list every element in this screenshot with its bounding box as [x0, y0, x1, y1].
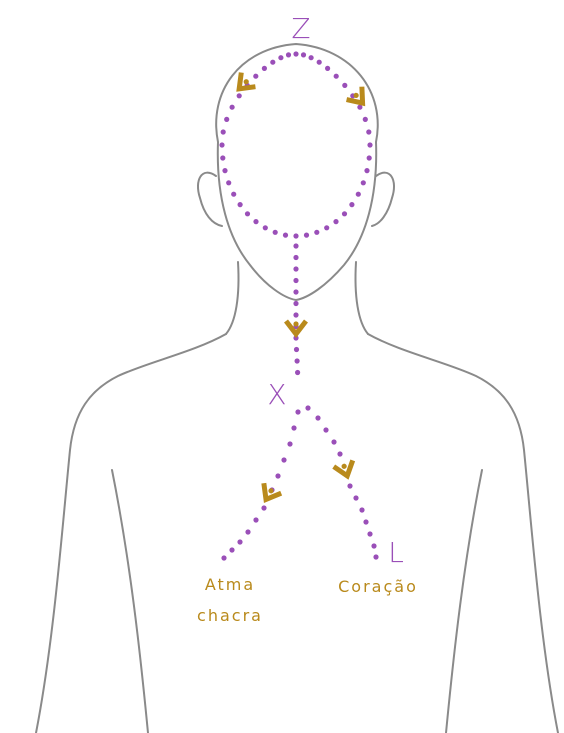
torso-left — [112, 470, 148, 733]
spine-dots — [293, 243, 300, 375]
left-branch-dots — [221, 409, 300, 560]
path-dot — [293, 51, 298, 56]
path-dot — [245, 211, 250, 216]
path-dot — [342, 83, 347, 88]
path-dot — [222, 168, 227, 173]
path-dot — [283, 233, 288, 238]
torso-right — [446, 470, 482, 733]
path-dot — [314, 230, 319, 235]
path-dot — [331, 439, 336, 444]
path-dot — [293, 266, 298, 271]
dotted-paths — [219, 51, 378, 560]
shoulder-right — [368, 334, 558, 733]
path-dot — [270, 60, 275, 65]
caption-atma-line2: chacra — [197, 606, 263, 625]
shoulder-left — [36, 334, 226, 733]
path-dot — [342, 211, 347, 216]
path-dot — [301, 52, 306, 57]
path-dot — [295, 358, 300, 363]
path-dot — [366, 129, 371, 134]
path-dot — [367, 155, 372, 160]
path-dot — [356, 192, 361, 197]
path-dot — [309, 55, 314, 60]
right-branch-dots — [305, 405, 378, 559]
path-dot — [220, 155, 225, 160]
path-dot — [295, 409, 300, 414]
path-dot — [364, 168, 369, 173]
path-dot — [293, 278, 298, 283]
path-dot — [291, 425, 296, 430]
label-l: L — [388, 536, 404, 569]
chevron-marker-icon — [232, 73, 255, 96]
path-dot — [293, 312, 298, 317]
path-dot — [237, 93, 242, 98]
path-dot — [262, 66, 267, 71]
path-dot — [367, 531, 372, 536]
path-dot — [273, 230, 278, 235]
path-dot — [363, 117, 368, 122]
path-dot — [337, 451, 342, 456]
neck-right — [356, 262, 369, 334]
caption-coracao: Coração — [338, 577, 418, 596]
path-dot — [294, 347, 299, 352]
path-dot — [245, 529, 250, 534]
path-dot — [293, 289, 298, 294]
path-dot — [293, 233, 298, 238]
path-dot — [373, 554, 378, 559]
path-dot — [334, 74, 339, 79]
body-outline — [36, 44, 558, 733]
path-dot — [295, 370, 300, 375]
neck-left — [226, 262, 239, 334]
path-dot — [221, 129, 226, 134]
path-dot — [229, 547, 234, 552]
path-dot — [317, 60, 322, 65]
path-dot — [333, 219, 338, 224]
path-dot — [293, 301, 298, 306]
chevron-marker-icon — [257, 483, 281, 504]
markers — [232, 73, 370, 505]
path-dot — [224, 117, 229, 122]
path-dot — [324, 225, 329, 230]
path-dot — [263, 225, 268, 230]
path-dot — [237, 539, 242, 544]
path-dot — [253, 74, 258, 79]
path-dot — [323, 427, 328, 432]
path-dot — [325, 66, 330, 71]
path-dot — [221, 555, 226, 560]
path-dot — [253, 219, 258, 224]
path-dot — [238, 202, 243, 207]
path-dot — [219, 142, 224, 147]
chevron-marker-icon — [334, 460, 357, 479]
path-dot — [275, 473, 280, 478]
path-dot — [349, 202, 354, 207]
path-dot — [261, 505, 266, 510]
path-dot — [371, 543, 376, 548]
path-dot — [304, 233, 309, 238]
path-dot — [315, 415, 320, 420]
path-dot — [231, 192, 236, 197]
path-dot — [293, 255, 298, 260]
caption-atma-line1: Atma — [205, 575, 255, 594]
path-dot — [363, 519, 368, 524]
path-dot — [353, 495, 358, 500]
path-dot — [226, 180, 231, 185]
label-z: Z — [291, 12, 310, 45]
path-dot — [286, 52, 291, 57]
path-dot — [281, 457, 286, 462]
path-dot — [305, 405, 310, 410]
path-dot — [347, 483, 352, 488]
path-dot — [278, 55, 283, 60]
path-dot — [359, 507, 364, 512]
path-dot — [361, 180, 366, 185]
path-dot — [230, 105, 235, 110]
path-dot — [367, 142, 372, 147]
label-x: X — [267, 378, 286, 411]
path-dot — [253, 517, 258, 522]
path-dot — [293, 243, 298, 248]
path-dot — [287, 441, 292, 446]
